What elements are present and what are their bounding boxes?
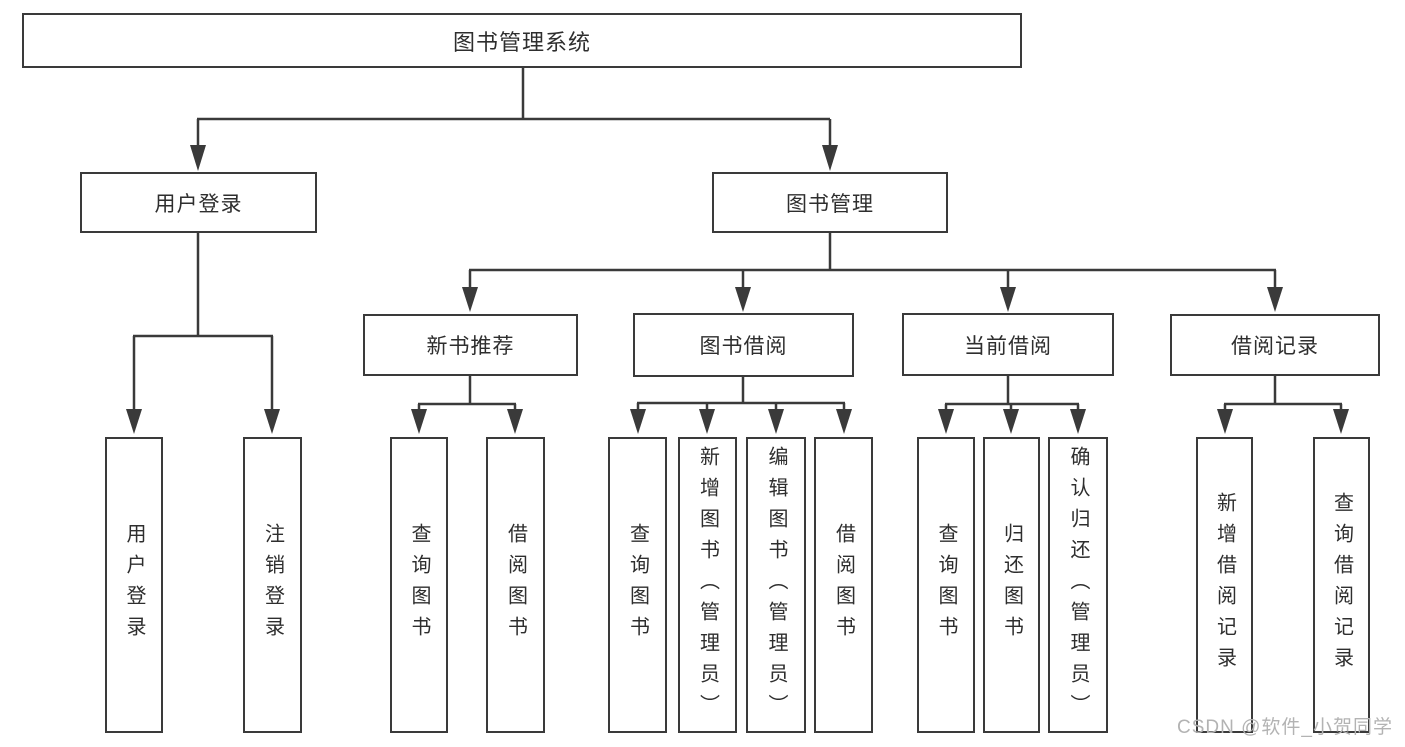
arrow-icon (1217, 409, 1233, 434)
leaf-add-borrow-record: 新增借阅记录 (1196, 437, 1253, 733)
leaf-edit-books-admin: 编辑图书（管理员） (746, 437, 806, 733)
leaf-label: 新增借阅记录 (1213, 492, 1236, 678)
leaf-borrow-books: 借阅图书 (814, 437, 873, 733)
watermark: CSDN @软件_小贺同学 (1177, 717, 1393, 738)
leaf-query-books: 查询图书 (390, 437, 448, 733)
arrow-icon (1267, 287, 1283, 312)
leaf-label: 编辑图书（管理员） (765, 445, 787, 725)
connector-current-leaves (944, 376, 1080, 411)
arrow-icon (462, 287, 478, 312)
arrow-icon (822, 145, 838, 171)
arrow-icon (411, 409, 427, 434)
leaf-label: 查询图书 (626, 523, 649, 647)
connector-user-leaves (132, 233, 274, 411)
connector-lines (132, 68, 1343, 411)
arrow-icon (1333, 409, 1349, 434)
leaf-label: 归还图书 (1000, 523, 1023, 647)
connector-root-level2 (196, 68, 832, 148)
leaf-confirm-return-admin: 确认归还（管理员） (1048, 437, 1108, 733)
node-borrow-records: 借阅记录 (1170, 314, 1380, 376)
arrow-icon (1000, 287, 1016, 312)
arrow-icon (1003, 409, 1019, 434)
arrow-icon (938, 409, 954, 434)
leaf-label: 查询图书 (408, 523, 430, 647)
connector-borrow-leaves (636, 377, 846, 411)
leaf-label: 确认归还（管理员） (1067, 445, 1089, 725)
leaf-borrow-books: 借阅图书 (486, 437, 545, 733)
leaf-label: 借阅图书 (832, 523, 855, 647)
node-book-management: 图书管理 (712, 172, 948, 233)
leaf-label: 用户登录 (123, 523, 145, 647)
node-new-book-recommend: 新书推荐 (363, 314, 578, 376)
leaf-query-books: 查询图书 (917, 437, 975, 733)
connector-bookmgmt-level3 (468, 233, 1277, 290)
arrowheads (126, 145, 1349, 434)
arrow-icon (630, 409, 646, 434)
arrow-icon (126, 409, 142, 434)
leaf-logout: 注销登录 (243, 437, 302, 733)
arrow-icon (735, 287, 751, 312)
leaf-label: 新增图书（管理员） (696, 445, 719, 725)
arrow-icon (507, 409, 523, 434)
leaf-query-books: 查询图书 (608, 437, 667, 733)
leaf-label: 查询图书 (935, 523, 957, 647)
connector-records-leaves (1223, 376, 1343, 411)
leaf-label: 注销登录 (261, 523, 284, 647)
arrow-icon (264, 409, 280, 434)
leaf-user-login: 用户登录 (105, 437, 163, 733)
node-user-login: 用户登录 (80, 172, 317, 233)
node-library-management-system: 图书管理系统 (22, 13, 1022, 68)
leaf-label: 查询借阅记录 (1330, 492, 1353, 678)
node-book-borrow: 图书借阅 (633, 313, 854, 377)
arrow-icon (1070, 409, 1086, 434)
leaf-return-books: 归还图书 (983, 437, 1040, 733)
arrow-icon (836, 409, 852, 434)
arrow-icon (699, 409, 715, 434)
node-current-borrow: 当前借阅 (902, 313, 1114, 376)
arrow-icon (190, 145, 206, 171)
leaf-label: 借阅图书 (504, 523, 527, 647)
connector-recommend-leaves (417, 376, 517, 411)
arrow-icon (768, 409, 784, 434)
leaf-query-borrow-record: 查询借阅记录 (1313, 437, 1370, 733)
leaf-add-books-admin: 新增图书（管理员） (678, 437, 737, 733)
